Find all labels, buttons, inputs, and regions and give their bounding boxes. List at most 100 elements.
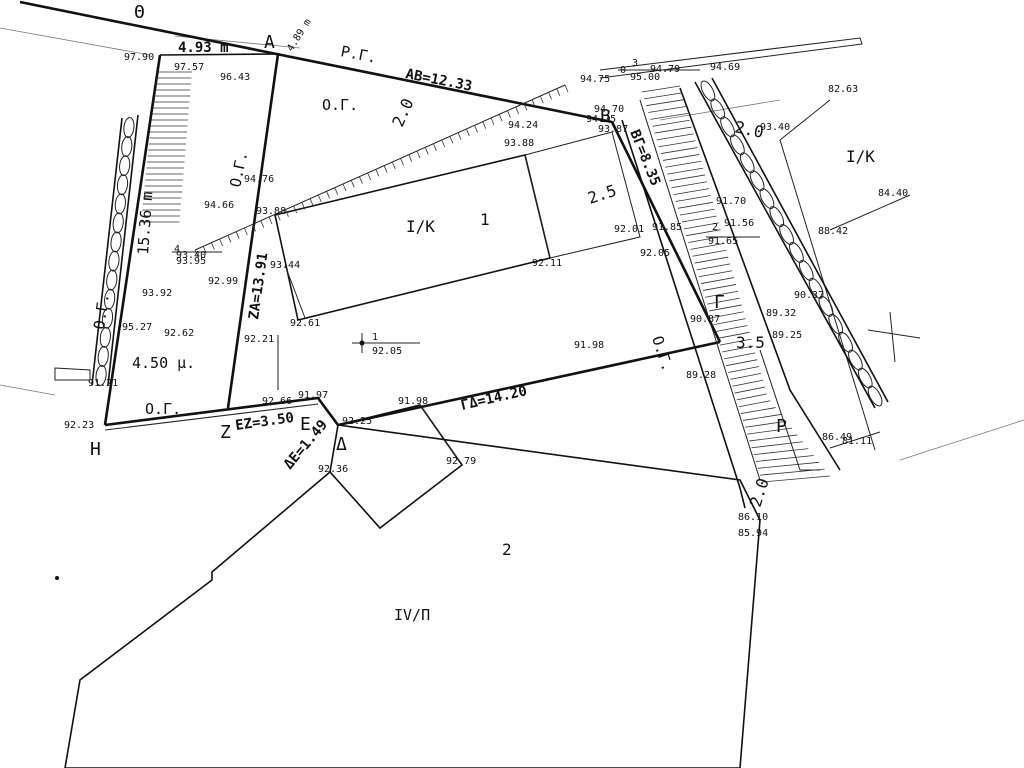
spot-elevation: 90.37 [794, 290, 824, 301]
spot-elevation: 92.25 [342, 416, 372, 427]
spot-elevation: 86.10 [738, 512, 768, 523]
spot-elevation: 92.01 [614, 224, 644, 235]
label-og-top: Ο.Γ. [322, 96, 358, 114]
hatch-line [747, 427, 792, 435]
creek-link [759, 188, 775, 210]
creek-link [700, 80, 716, 102]
slope-tick [235, 231, 240, 239]
hatch-line [751, 441, 803, 449]
spot-elevation: 89.32 [766, 308, 796, 319]
creek-link [99, 326, 111, 348]
slope-tick [465, 128, 470, 137]
creek-link [123, 117, 135, 138]
vertex-zeta: Ζ [220, 422, 231, 443]
slope-tick [309, 198, 314, 206]
spot-elevation: 92.05 [372, 346, 402, 357]
spot-elevation: 95.00 [630, 72, 660, 83]
slope-tick [359, 176, 363, 184]
slope-tick [243, 227, 248, 236]
label-og-east: Ο.Γ. [648, 334, 676, 374]
hatch-line [742, 414, 782, 421]
creek-link [110, 231, 122, 253]
spot-elevation: 92.23 [64, 420, 94, 431]
creek-link [848, 349, 863, 371]
creek-link [101, 307, 114, 329]
hatch-line [650, 112, 688, 120]
slope-tick [556, 88, 561, 96]
creek-link [828, 313, 844, 335]
spot-elevation: 93.87 [598, 124, 628, 135]
zone-labels: Ι/Κ 1 Ι/Κ 2 ΙV/Π [394, 147, 875, 624]
parcel-two [64, 404, 761, 768]
hatch-line [692, 249, 727, 257]
dim-eta-theta: 15.36 m [134, 191, 156, 255]
hatch-line [675, 195, 711, 202]
station-2: 2 [712, 222, 718, 233]
spot-elevation: 92.11 [532, 258, 562, 269]
zone-building-main: Ι/Κ [406, 217, 435, 236]
hatch-line [713, 318, 746, 326]
hatch-line [719, 338, 752, 346]
creek-chain-west [95, 117, 135, 386]
hatch-line [730, 372, 762, 380]
slope-tick [219, 238, 224, 247]
creek-link [808, 277, 824, 299]
hatch-line [711, 311, 744, 319]
hatch-line [734, 386, 765, 394]
spot-elevation: 97.57 [174, 62, 204, 73]
creek-link [114, 193, 126, 215]
creek-link [121, 136, 133, 158]
slope-tick [482, 121, 487, 129]
spot-elevation: 89.25 [772, 330, 802, 341]
zone-lot-two-class: ΙV/Π [394, 606, 430, 624]
slope-tick [350, 180, 355, 188]
hatch-line [694, 256, 729, 264]
slope-tick [424, 147, 429, 155]
hatch-line [721, 345, 754, 353]
label-og-west: Ο.Γ. [90, 292, 113, 330]
slope-tick [531, 99, 536, 107]
station-1: 1 [372, 332, 378, 343]
creek-link [749, 170, 765, 192]
slope-tick [449, 136, 454, 144]
slope-tick [391, 161, 396, 170]
hatch-line [665, 160, 702, 168]
spot-elevation: 92.21 [244, 334, 274, 345]
width-labels: 2.0 2.5 2.0 3.5 2.0 4.50 μ. [132, 95, 773, 509]
label-og-bottom: Ο.Γ. [145, 400, 181, 418]
spot-elevation: 93.95 [176, 256, 206, 267]
vertex-delta: Δ [336, 434, 347, 455]
hatch-line [684, 222, 719, 230]
hatch-line [728, 366, 760, 373]
spot-elevation: 91.97 [298, 390, 328, 401]
hatch-line [726, 359, 758, 367]
hatch-line [707, 297, 740, 305]
spot-elevation: 86.49 [822, 432, 852, 443]
station-markers [172, 69, 760, 390]
slope-tick [293, 205, 298, 214]
slope-tick [498, 114, 503, 122]
slope-tick [268, 216, 273, 225]
slope-tick [334, 187, 339, 195]
slope-tick [252, 224, 256, 232]
hatch-line [641, 85, 681, 93]
slope-tick [523, 103, 528, 111]
hatch-line [673, 188, 710, 196]
hatch-line [686, 229, 721, 237]
creek-link [838, 331, 853, 353]
hatch-line [688, 236, 723, 243]
hatch-line [759, 468, 825, 476]
creek-link [710, 98, 726, 120]
creek-link [867, 385, 883, 407]
slope-tick [564, 84, 569, 93]
east-block-lines [779, 99, 921, 449]
spot-elevation: 92.05 [640, 248, 670, 259]
creek-link [95, 365, 107, 386]
spot-elevation: 91.21 [88, 378, 118, 389]
spot-elevation: 92.61 [290, 318, 320, 329]
hatch-line [679, 208, 715, 216]
hatch-line [717, 331, 750, 339]
spot-elevations: 97.90 97.57 96.43 94.75 95.00 94.79 94.6… [64, 52, 908, 539]
east-road-hatching [641, 85, 831, 483]
